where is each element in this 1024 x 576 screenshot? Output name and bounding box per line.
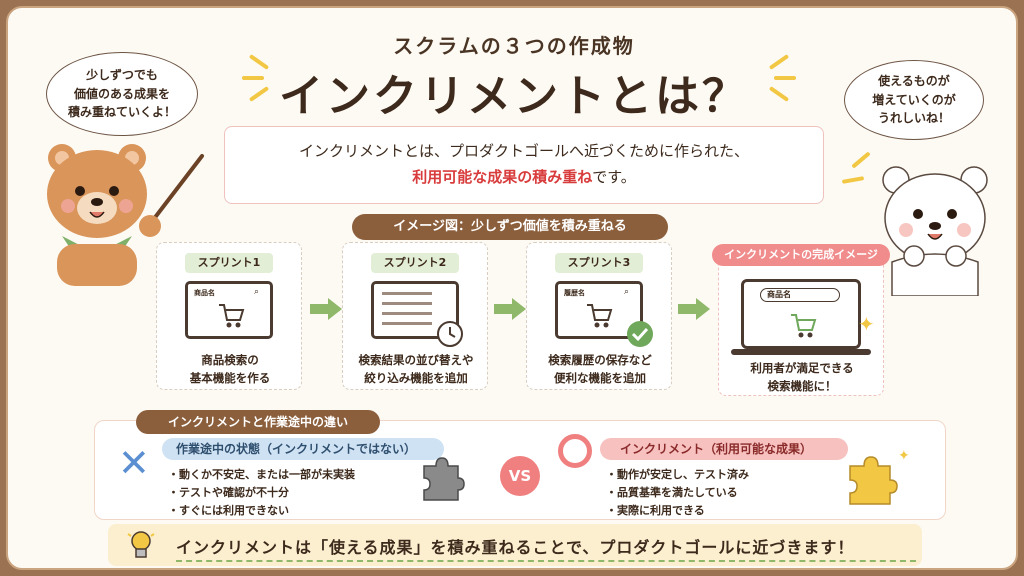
definition-line1: インクリメントとは、プロダクトゴールへ近づくために作られた、 bbox=[298, 142, 749, 160]
sparkle-icon: ✦ bbox=[858, 312, 875, 336]
laptop-screen: 商品名 bbox=[741, 279, 861, 349]
image-section-label: イメージ図：少しずつ価値を積み重ねる bbox=[352, 214, 668, 240]
check-circle-icon bbox=[627, 321, 653, 347]
arrow-right-icon bbox=[678, 298, 710, 320]
speech-bubble-left-text: 少しずつでも 価値のある成果を 積み重ねていくよ！ bbox=[67, 68, 176, 120]
speech-bubble-right-text: 使えるものが 増えていくのが うれしいね！ bbox=[872, 74, 956, 126]
wip-item: ・テストや確認が不十分 bbox=[168, 486, 289, 500]
screen-text: 商品名 bbox=[194, 289, 215, 297]
sprint-label: スプリント2 bbox=[371, 253, 459, 273]
wip-title: 作業途中の状態（インクリメントではない） bbox=[162, 438, 444, 460]
arrow-right-icon bbox=[310, 298, 342, 320]
shopping-cart-icon bbox=[587, 304, 613, 328]
page-title: インクリメントとは？ bbox=[279, 71, 749, 122]
brown-bear-teacher-icon bbox=[47, 144, 204, 286]
definition-box: インクリメントとは、プロダクトゴールへ近づくために作られた、 利用可能な成果の積… bbox=[224, 126, 824, 204]
difference-label: インクリメントと作業途中の違い bbox=[136, 410, 380, 434]
increment-item: ・動作が安定し、テスト済み bbox=[606, 468, 749, 481]
search-icon: ⌕ bbox=[624, 287, 630, 297]
laptop-screen-text: 商品名 bbox=[767, 290, 791, 299]
screen-mock: 商品名 ⌕ bbox=[185, 281, 273, 339]
puzzle-piece-gray-icon bbox=[423, 457, 465, 501]
shopping-cart-icon bbox=[219, 304, 245, 328]
arrow-right-icon bbox=[494, 298, 526, 320]
takeaway-text: インクリメントは「使える成果」を積み重ねることで、プロダクトゴールに近づきます！ bbox=[176, 534, 916, 562]
shopping-cart-icon bbox=[791, 314, 817, 338]
speech-bubble-right: 使えるものが 増えていくのが うれしいね！ bbox=[844, 60, 984, 140]
search-icon: ⌕ bbox=[254, 287, 260, 297]
sprint-card-1: スプリント1 商品名 ⌕ 商品検索の 基本機能を作る bbox=[156, 242, 302, 390]
speech-bubble-left: 少しずつでも 価値のある成果を 積み重ねていくよ！ bbox=[46, 52, 198, 136]
definition-line2: 利用可能な成果の積み重ねです。 bbox=[225, 165, 823, 191]
lightbulb-icon bbox=[127, 531, 155, 558]
laptop-search-field: 商品名 bbox=[760, 288, 840, 302]
laptop-base bbox=[731, 349, 871, 355]
white-bear-icon bbox=[882, 166, 988, 296]
wip-item: ・すぐには利用できない bbox=[168, 504, 289, 518]
sprint-label: スプリント3 bbox=[555, 253, 643, 273]
circle-icon bbox=[558, 434, 592, 468]
increment-item: ・実際に利用できる bbox=[606, 504, 705, 518]
sprint-card-2: スプリント2 検索結果の並び替えや 絞り込み機能を追加 bbox=[342, 242, 488, 390]
vs-badge: VS bbox=[500, 456, 540, 496]
slide-frame: スクラムの３つの作成物 インクリメントとは？ 少しずつでも 価値のある成果を 積… bbox=[6, 6, 1018, 570]
increment-title: インクリメント（利用可能な成果） bbox=[600, 438, 848, 460]
final-desc: 利用者が満足できる 検索機能に！ bbox=[750, 361, 854, 394]
list-lines-icon bbox=[382, 292, 432, 325]
wip-items: ・動くか不安定、または一部が未実装 ・テストや確認が不十分 ・すぐには利用できな… bbox=[168, 466, 355, 520]
puzzle-piece-yellow-icon bbox=[849, 456, 898, 505]
sprint-desc: 検索結果の並び替えや 絞り込み機能を追加 bbox=[358, 353, 474, 386]
definition-suffix: です。 bbox=[592, 167, 636, 186]
takeaway-box bbox=[108, 524, 922, 566]
increment-items: ・動作が安定し、テスト済み ・品質基準を満たしている ・実際に利用できる bbox=[606, 466, 749, 520]
final-increment-card: 商品名 利用者が満足できる 検索機能に！ bbox=[718, 244, 884, 396]
final-increment-label: インクリメントの完成イメージ bbox=[712, 244, 890, 266]
increment-item: ・品質基準を満たしている bbox=[606, 486, 738, 500]
cross-icon: ✕ bbox=[118, 441, 150, 485]
sprint-desc: 商品検索の 基本機能を作る bbox=[189, 353, 271, 386]
page-subtitle: スクラムの３つの作成物 bbox=[393, 34, 635, 58]
sprint-card-3: スプリント3 履歴名 ⌕ 検索履歴の保存など 便利な機能を追加 bbox=[526, 242, 672, 390]
sparkle-icon: ✦ bbox=[898, 448, 910, 464]
definition-highlight: 利用可能な成果の積み重ね bbox=[412, 167, 593, 186]
wip-item: ・動くか不安定、または一部が未実装 bbox=[168, 468, 355, 481]
screen-text: 履歴名 bbox=[564, 289, 585, 297]
sprint-desc: 検索履歴の保存など 便利な機能を追加 bbox=[548, 353, 652, 386]
clock-icon bbox=[437, 321, 463, 347]
sprint-label: スプリント1 bbox=[185, 253, 273, 273]
